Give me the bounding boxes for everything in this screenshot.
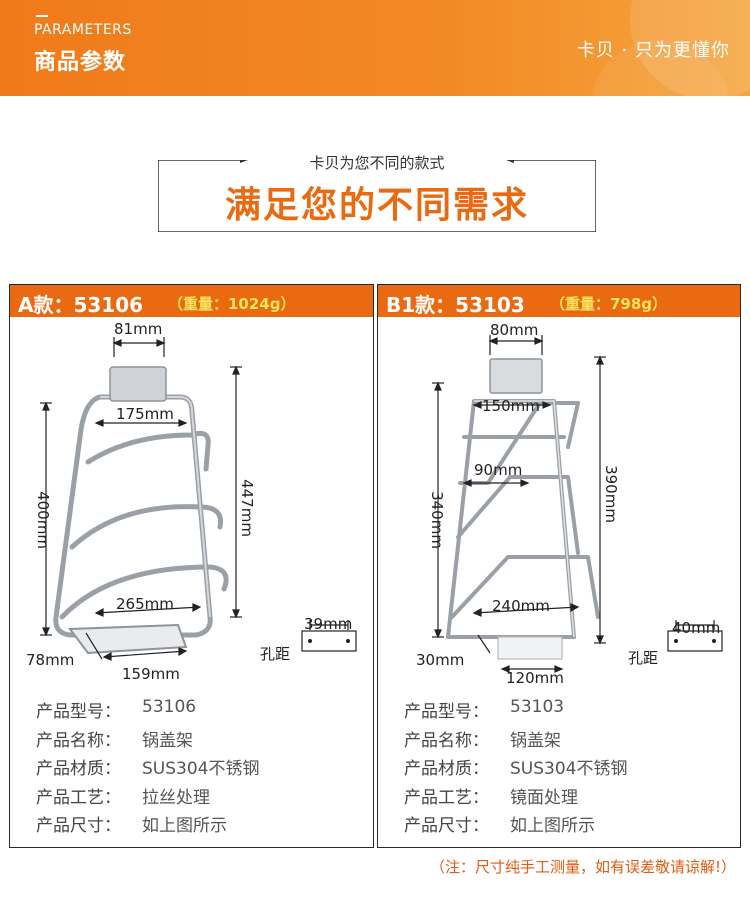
header-en-title: PARAMETERS <box>34 22 132 38</box>
dim-base-width: 159mm <box>122 665 180 683</box>
product-weight: （重量：798g） <box>550 295 668 313</box>
product-card-a: A款：53106 （重量：1024g） <box>9 284 374 848</box>
spec-label: 产品工艺： <box>404 787 489 808</box>
spec-value: 53103 <box>510 697 565 717</box>
product-model: B1款：53103 <box>386 293 525 317</box>
dim-base-depth: 30mm <box>416 651 465 669</box>
intro-title-box: 卡贝为您不同的款式 满足您的不同需求 <box>158 154 596 232</box>
dim-hole-distance: 40mm <box>672 619 721 637</box>
spec-label: 产品型号： <box>404 702 489 722</box>
product-weight: （重量：1024g） <box>168 295 296 313</box>
spec-value: SUS304不锈钢 <box>510 759 628 779</box>
spec-label: 产品型号： <box>36 702 121 722</box>
dim-hole-label: 孔距 <box>628 649 659 667</box>
dim-top-width: 80mm <box>490 321 539 339</box>
spec-value: 拉丝处理 <box>142 787 210 808</box>
dim-left-height: 340mm <box>427 491 446 549</box>
dim-lower-width: 265mm <box>116 595 174 613</box>
dim-upper-width: 175mm <box>116 405 174 423</box>
dim-right-height: 390mm <box>601 465 620 523</box>
dim-hole-label: 孔距 <box>260 645 291 663</box>
dim-right-height: 447mm <box>237 479 256 537</box>
spec-value: 镜面处理 <box>510 787 578 808</box>
spec-label: 产品尺寸： <box>404 816 489 836</box>
dim-hole-distance: 39mm <box>304 615 353 633</box>
dim-top-width: 81mm <box>114 320 163 338</box>
title-frame <box>158 160 596 232</box>
spec-label: 产品材质： <box>404 759 489 779</box>
rack-b-drawing <box>432 335 723 673</box>
dim-middle-width: 90mm <box>474 461 523 479</box>
dim-lower-width: 240mm <box>492 597 550 615</box>
product-title-bar: B1款：53103 （重量：798g） <box>378 285 740 317</box>
dim-upper-width: 150mm <box>482 397 540 415</box>
spec-value: SUS304不锈钢 <box>142 759 260 779</box>
spec-label: 产品名称： <box>404 730 489 751</box>
product-model: A款：53106 <box>18 293 144 317</box>
spec-value: 53106 <box>142 697 197 717</box>
spec-value: 锅盖架 <box>142 730 193 751</box>
measurement-note: （注：尺寸纯手工测量，如有误差敬请谅解!） <box>429 858 736 876</box>
dim-base-depth: 78mm <box>26 651 75 669</box>
spec-label: 产品工艺： <box>36 787 121 808</box>
spec-value: 锅盖架 <box>510 730 561 751</box>
header-cn-title: 商品参数 <box>34 50 127 75</box>
dim-left-height: 400mm <box>33 491 52 549</box>
spec-value: 如上图所示 <box>142 816 227 836</box>
header-rule <box>36 15 48 17</box>
intro-title: 满足您的不同需求 <box>224 185 529 226</box>
rack-a-drawing <box>40 337 357 661</box>
header-banner: PARAMETERS 商品参数 卡贝 · 只为更懂你 <box>0 0 750 96</box>
header-slogan: 卡贝 · 只为更懂你 <box>576 40 730 61</box>
spec-label: 产品名称： <box>36 730 121 751</box>
spec-label: 产品尺寸： <box>36 816 121 836</box>
spec-value: 如上图所示 <box>510 816 595 836</box>
dim-base-width: 120mm <box>506 669 564 687</box>
spec-label: 产品材质： <box>36 759 121 779</box>
product-title-bar: A款：53106 （重量：1024g） <box>10 285 373 317</box>
intro-subtitle: 卡贝为您不同的款式 <box>309 154 445 172</box>
product-card-b: B1款：53103 （重量：798g） <box>377 284 741 848</box>
